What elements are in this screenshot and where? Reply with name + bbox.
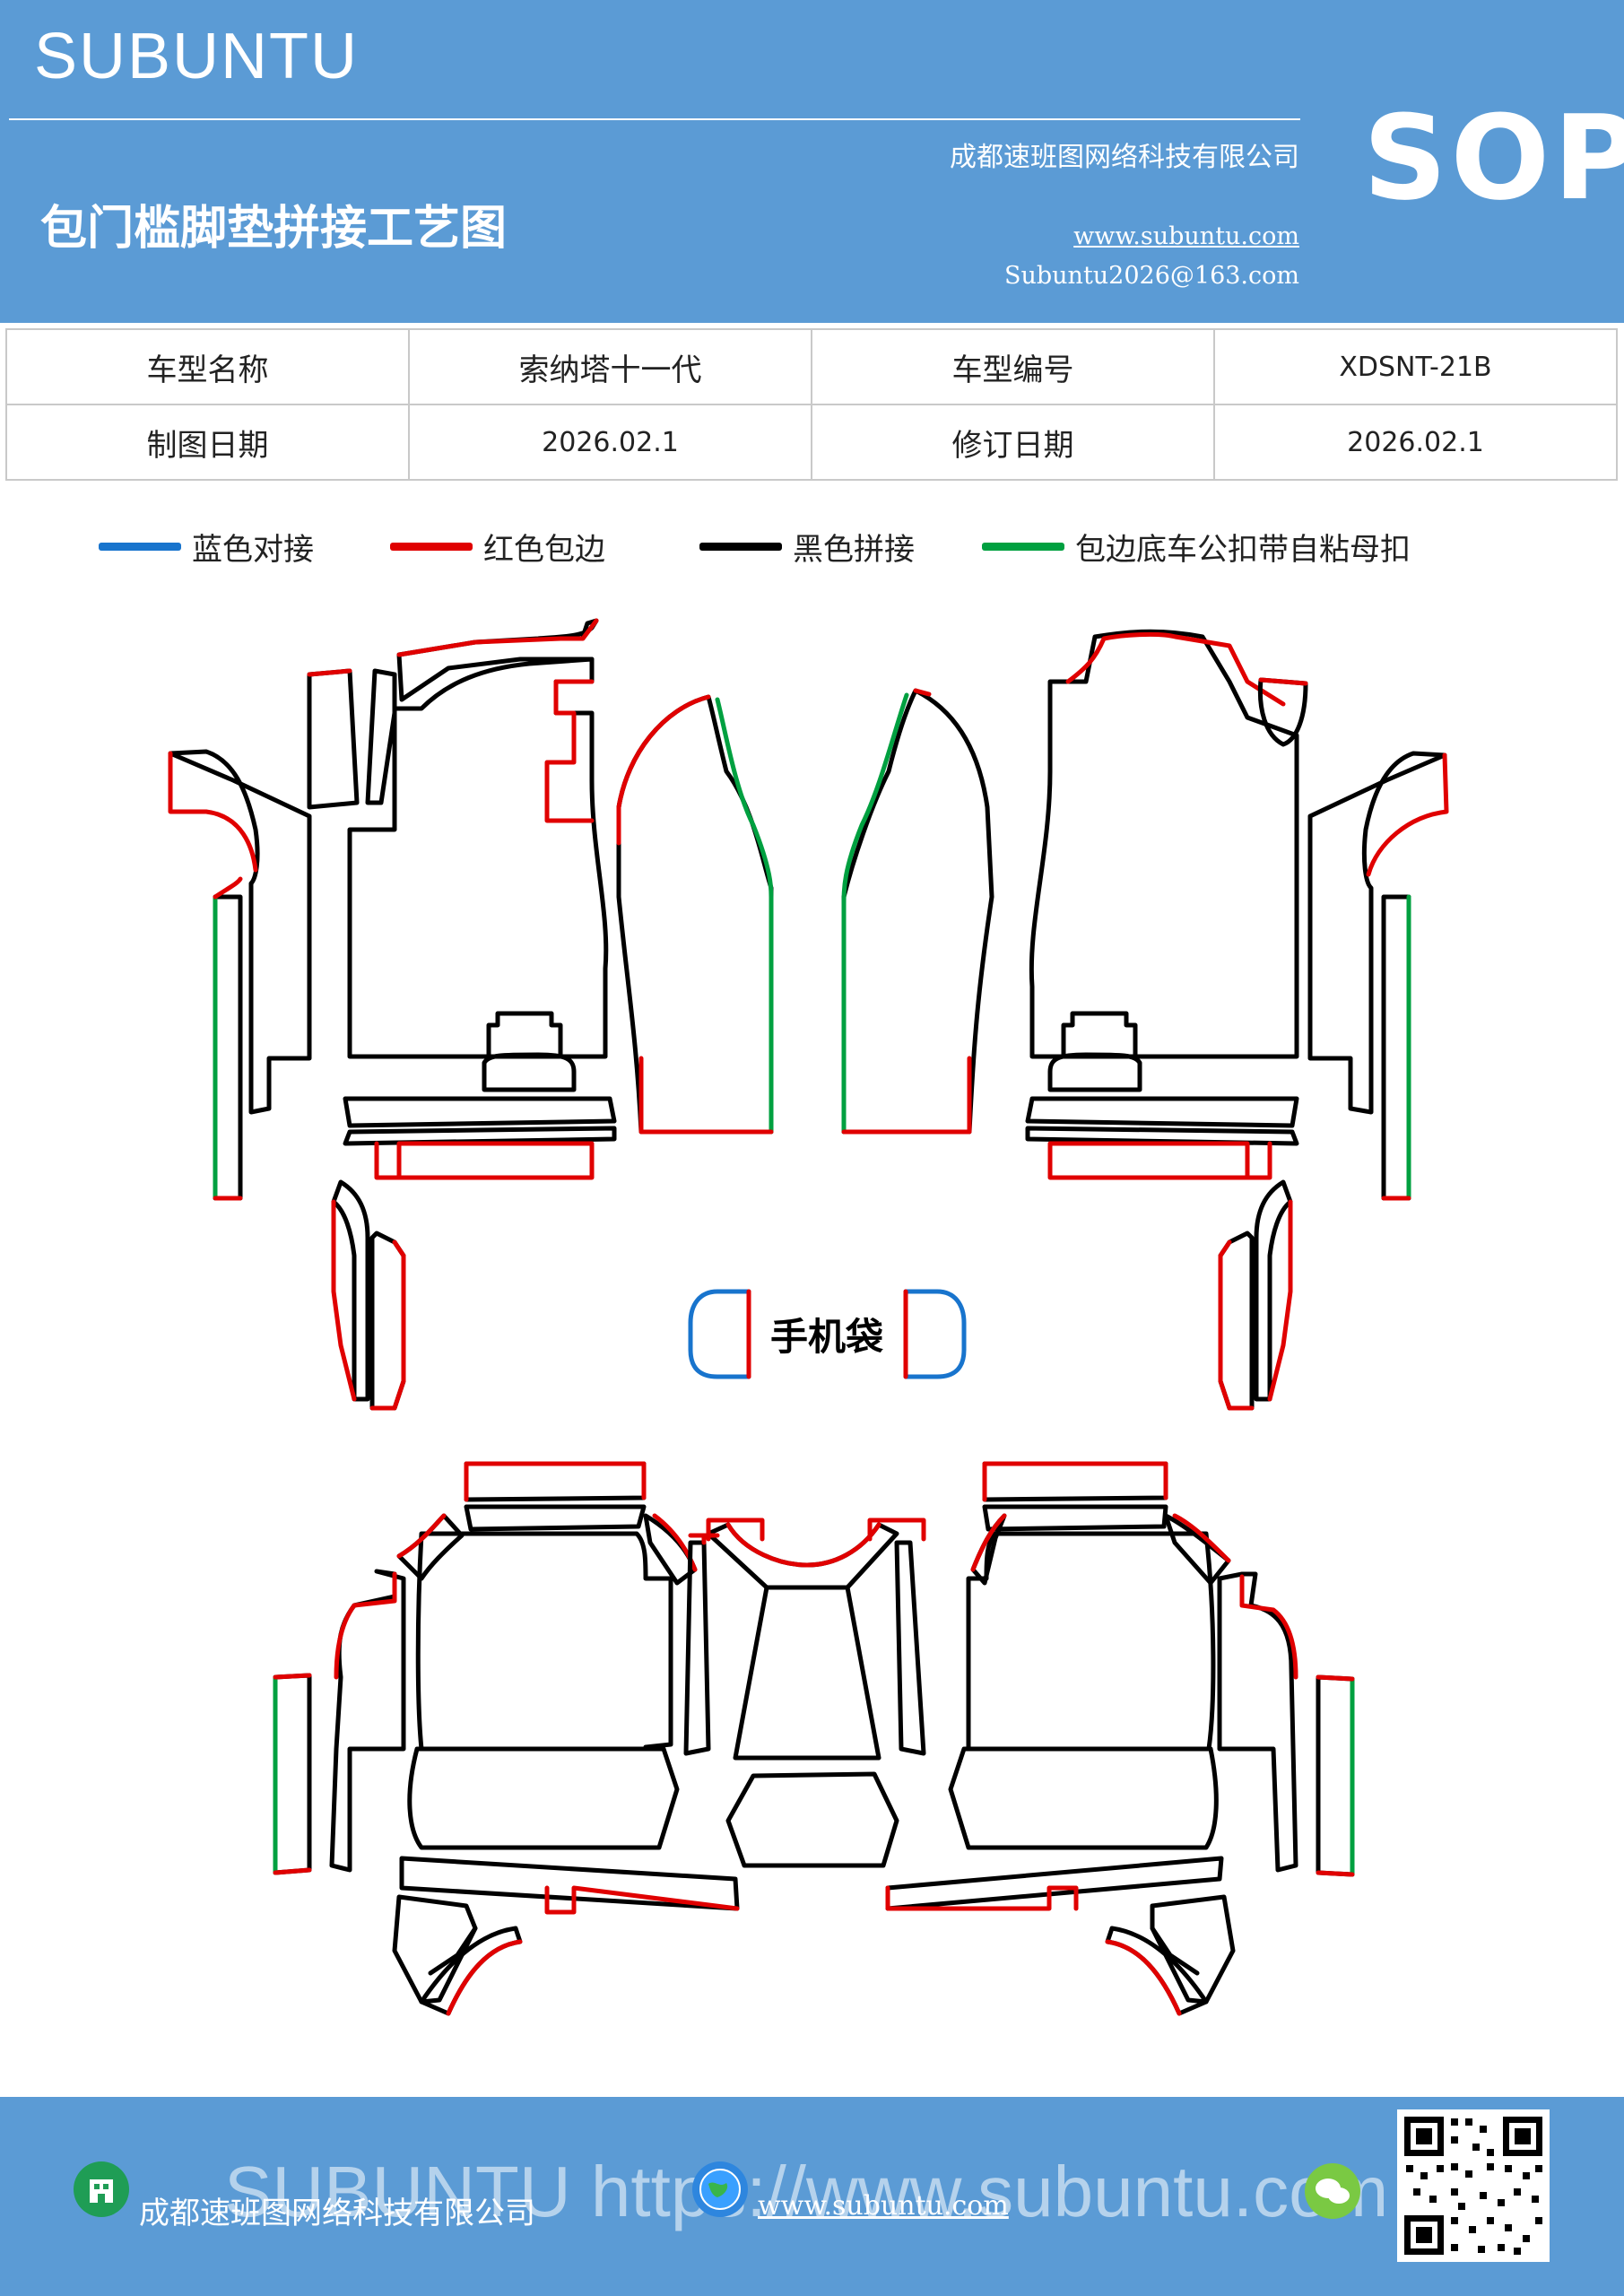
- model-name-label: 车型名称: [5, 328, 410, 405]
- phone-pocket-right: [903, 1289, 967, 1379]
- header-company-name: 成都速班图网络科技有限公司: [950, 142, 1299, 173]
- sill-strip-left: [213, 894, 243, 1201]
- globe-icon: [692, 2161, 748, 2217]
- model-code-label: 车型编号: [811, 328, 1215, 405]
- blue-swatch: [99, 543, 181, 551]
- draw-date-label: 制图日期: [5, 404, 410, 481]
- revision-date-label: 修订日期: [811, 404, 1215, 481]
- building-icon: [74, 2161, 129, 2217]
- revision-date-value: 2026.02.1: [1213, 404, 1618, 481]
- header-email[interactable]: Subuntu2026@163.com: [1004, 262, 1299, 290]
- sop-label: SOP: [1363, 90, 1624, 226]
- brand-logo-text: SUBUNTU: [34, 21, 360, 92]
- mat-splicing-diagram: 手机袋: [168, 618, 1449, 2016]
- model-code-value: XDSNT-21B: [1213, 328, 1618, 405]
- front-left-mats: [168, 618, 774, 1411]
- phone-pocket-left: [688, 1289, 751, 1379]
- color-legend: 蓝色对接 红色包边 黑色拼接 包边底车公扣带自粘母扣: [0, 525, 1624, 570]
- legend-label-blue: 蓝色对接: [192, 532, 314, 568]
- phone-pocket-group: 手机袋: [688, 1289, 967, 1379]
- qr-code: [1397, 2109, 1550, 2262]
- model-name-value: 索纳塔十一代: [408, 328, 812, 405]
- draw-date-value: 2026.02.1: [408, 404, 812, 481]
- legend-item-blue: 蓝色对接: [99, 525, 314, 569]
- footer-company-name: 成都速班图网络科技有限公司: [139, 2196, 535, 2231]
- table-row: 车型名称 索纳塔十一代 车型编号 XDSNT-21B: [5, 328, 1618, 405]
- heel-pad-left: [486, 1011, 563, 1059]
- legend-label-green: 包边底车公扣带自粘母扣: [1075, 532, 1411, 568]
- front-right-mats: [841, 629, 1449, 1411]
- phone-pocket-label: 手机袋: [770, 1315, 883, 1359]
- legend-label-black: 黑色拼接: [793, 532, 915, 568]
- legend-label-red: 红色包边: [483, 532, 605, 568]
- vehicle-info-table: 车型名称 索纳塔十一代 车型编号 XDSNT-21B 制图日期 2026.02.…: [5, 328, 1618, 481]
- rear-right-mat: [966, 1531, 1216, 1752]
- passenger-mat: [1029, 629, 1299, 1059]
- rear-left-mat: [415, 1531, 673, 1752]
- red-swatch: [390, 543, 473, 551]
- black-swatch: [699, 543, 782, 551]
- driver-mat: [347, 657, 609, 1059]
- green-swatch: [982, 543, 1064, 551]
- footer-website-link[interactable]: www.subuntu.com: [758, 2190, 1009, 2222]
- footer-watermark: SUBUNTU https://www.subuntu.com: [224, 2152, 1389, 2231]
- table-row: 制图日期 2026.02.1 修订日期 2026.02.1: [5, 404, 1618, 481]
- center-tunnel-mat: [733, 1585, 881, 1761]
- legend-item-green: 包边底车公扣带自粘母扣: [982, 525, 1411, 569]
- header-divider: [9, 118, 1300, 120]
- outer-curved-panel: [168, 749, 312, 1115]
- page-title: 包门槛脚垫拼接工艺图: [40, 202, 508, 256]
- rear-mats: [273, 1461, 1355, 2016]
- legend-item-red: 红色包边: [390, 525, 605, 569]
- header-website-link[interactable]: www.subuntu.com: [1073, 222, 1299, 250]
- legend-item-black: 黑色拼接: [699, 525, 915, 569]
- header-banner: [0, 0, 1624, 323]
- wechat-icon: [1305, 2163, 1360, 2219]
